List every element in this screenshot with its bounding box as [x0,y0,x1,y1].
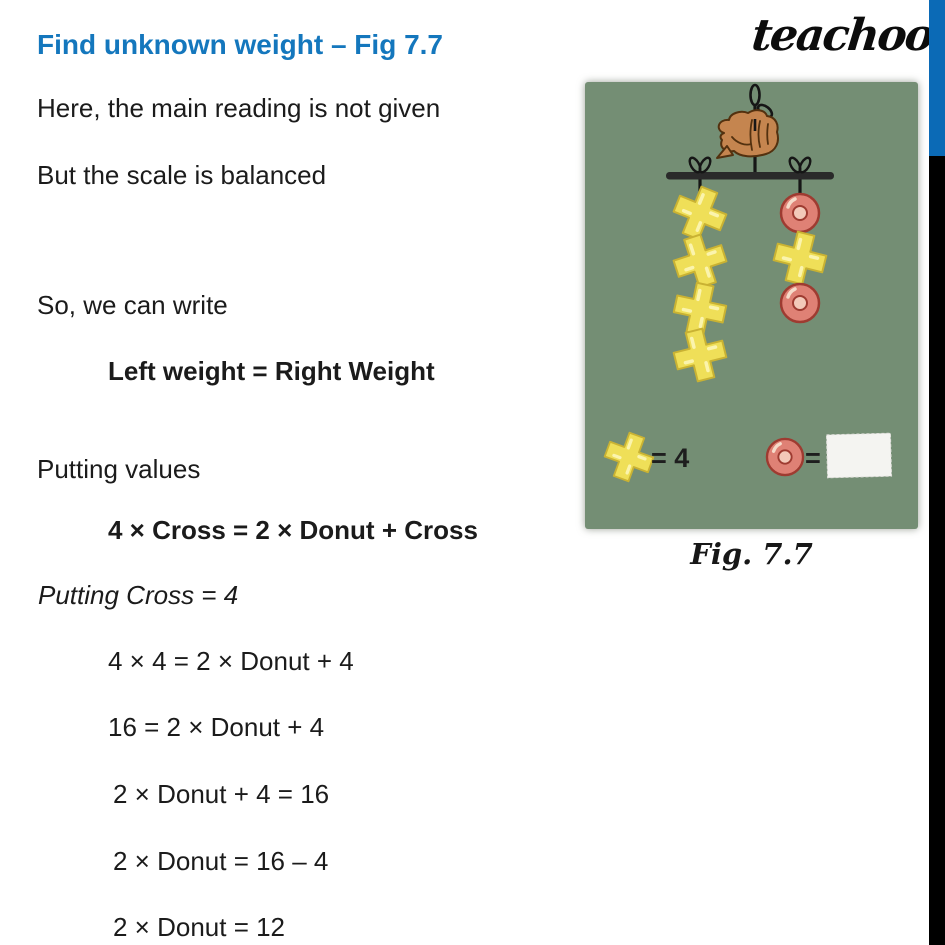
solution-step: So, we can write [37,290,228,320]
solution-step: But the scale is balanced [37,160,327,190]
solution-equation: 16 = 2 × Donut + 4 [108,712,325,742]
solution-equation: 2 × Donut + 4 = 16 [113,779,330,809]
blue-edge-bar [929,0,945,156]
solution-step: Here, the main reading is not given [37,93,441,123]
solution-equation: 4 × Cross = 2 × Donut + Cross [108,515,478,545]
legend-cross-icon [597,425,661,489]
hand-icon [716,109,779,159]
answer-box [825,432,893,479]
right-bow-icon [788,156,812,174]
solution-step: Putting Cross = 4 [38,580,239,610]
cross-icon [767,225,833,291]
solution-equation: 2 × Donut = 12 [113,912,286,942]
left-bow-icon [688,156,712,174]
donut-icon [779,192,821,234]
solution-equation: Left weight = Right Weight [108,356,435,386]
legend-donut-icon [765,437,805,477]
figure-caption: Fig. 7.7 [690,537,813,571]
brand-logo: teachoo [749,10,935,61]
solution-step: Putting values [37,454,201,484]
balance-figure: = 4 = [585,82,918,529]
page-title: Find unknown weight – Fig 7.7 [37,29,443,60]
balance-bar [666,172,834,180]
donut-icon [779,282,821,324]
solution-equation: 2 × Donut = 16 – 4 [113,846,329,876]
legend-donut-equals: = [805,443,821,473]
legend-cross-value: = 4 [651,443,689,473]
black-edge-bar [929,156,945,945]
balance-figure-svg: = 4 = [597,83,893,489]
cross-icon [667,322,733,388]
solution-equation: 4 × 4 = 2 × Donut + 4 [108,646,354,676]
